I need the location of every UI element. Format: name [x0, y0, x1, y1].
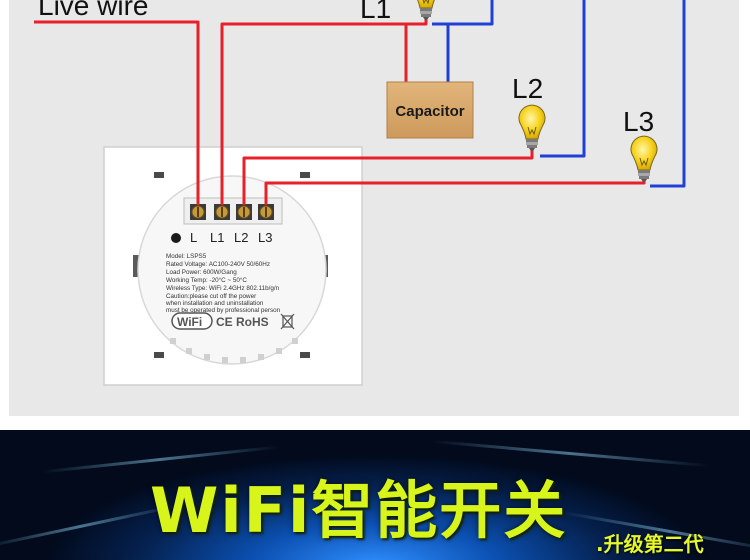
weee-bin-icon [280, 313, 295, 330]
wires [34, 0, 686, 205]
terminal-screw [190, 204, 206, 220]
spec-model: Model: LSPS5 [166, 253, 207, 260]
banner-title: WiFi智能开关 [150, 474, 568, 547]
l1-label: L1 [360, 0, 391, 24]
live-wire-label: Live wire [38, 0, 148, 21]
spec-load-power: Load Power: 600W/Gang [166, 269, 237, 276]
terminal-label-l1: L1 [210, 230, 224, 245]
spec-wireless-type: Wireless Type: WiFi 2.4GHz 802.11b/g/n [166, 285, 280, 292]
wifi-logo-text: WiFi [177, 315, 202, 329]
cert-marks: CE RoHS [216, 315, 269, 329]
terminal-label-l2: L2 [234, 230, 248, 245]
spec-caution-2: when installation and uninstallation [165, 300, 264, 307]
terminal-label-l: L [190, 230, 197, 245]
product-banner: WiFi智能开关 [0, 430, 750, 560]
terminal-screw [236, 204, 252, 220]
spec-working-temp: Working Temp: -20°C ~ 50°C [166, 276, 247, 284]
capacitor-label: Capacitor [395, 103, 464, 120]
wifi-logo: WiFi [171, 312, 213, 330]
terminal-screw [258, 204, 274, 220]
live-wire [34, 20, 200, 205]
light-streak [40, 445, 280, 474]
light-streak [430, 439, 710, 468]
device-spec-label: Model: LSPS5 Rated Voltage: AC100-240V 5… [165, 253, 281, 314]
spec-rated-voltage: Rated Voltage: AC100-240V 50/60Hz [166, 261, 270, 268]
indicator-hole [171, 233, 181, 243]
wire-l2 [242, 148, 534, 205]
neutral-l1 [432, 0, 494, 26]
banner-subtitle: .升级第二代 [596, 532, 704, 556]
capacitor: Capacitor [386, 81, 474, 139]
neutral-l3 [650, 0, 686, 188]
spec-caution-1: Caution:please cut off the power [166, 293, 256, 300]
terminal-screw [214, 204, 230, 220]
l2-label: L2 [512, 73, 543, 104]
neutral-l2 [540, 0, 586, 158]
spec-caution-3: must be operated by professional person [166, 307, 281, 314]
l3-label: L3 [623, 106, 654, 137]
terminal-label-l3: L3 [258, 230, 272, 245]
wiring-diagram: L L1 L2 L3 Model: LSPS5 Rated Voltage: A… [9, 0, 739, 416]
